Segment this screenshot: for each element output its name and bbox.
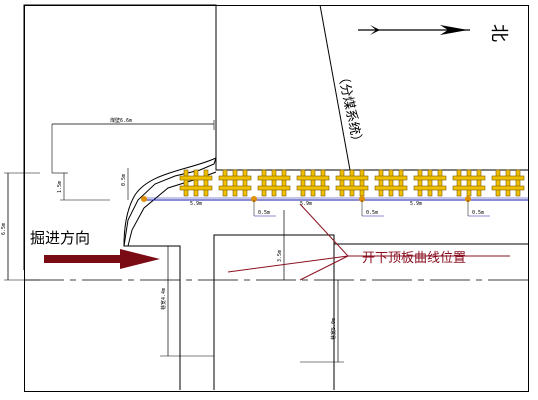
dim-lower-left: 巷宽4.4m	[160, 246, 214, 357]
lower-left-wall	[124, 245, 181, 390]
anchor-point	[465, 196, 471, 202]
north-label: 北	[488, 24, 509, 42]
support-frame	[218, 169, 252, 197]
roof-line-label: 开下顶板曲线位置	[362, 251, 466, 266]
anchor-point	[359, 196, 365, 202]
svg-text:巷宽5.0m: 巷宽5.0m	[330, 318, 337, 340]
span-label: 5.9m	[190, 201, 202, 207]
svg-text:0.5m: 0.5m	[121, 174, 127, 186]
gap-label: 0.5m	[258, 210, 270, 216]
face-curve	[123, 157, 217, 247]
dim-top-width-text: 煤壁6.6m	[110, 117, 132, 124]
support-row	[179, 169, 525, 197]
support-frame	[335, 169, 369, 197]
dim-left-height-text: 6.5m	[1, 223, 7, 235]
support-frame	[413, 169, 447, 197]
dim-lower-right: 巷宽5.0m	[300, 280, 344, 363]
dim-mid-v: 3.5m	[277, 210, 285, 280]
anchor-point	[251, 196, 257, 202]
gap-label: 0.5m	[366, 210, 378, 216]
direction-arrow-icon	[44, 249, 160, 269]
svg-text:巷宽4.4m: 巷宽4.4m	[160, 288, 167, 310]
support-frame	[296, 169, 330, 197]
svg-text:3.5m: 3.5m	[277, 250, 283, 262]
anchor-point	[141, 196, 147, 202]
span-dimension-row: 5.9m 5.9m 5.9m 0.5m 0.5m 0.5m	[141, 196, 528, 217]
support-frame	[491, 169, 525, 197]
dim-small-v1: 1.5m	[52, 172, 110, 201]
roof-leaders	[227, 203, 510, 281]
span-label: 5.9m	[410, 201, 422, 207]
lower-right-wall	[213, 234, 335, 390]
dim-small-v2: 0.5m	[121, 168, 129, 200]
support-frame	[452, 169, 486, 197]
upper-right-block	[215, 5, 528, 171]
diagonal-boundary	[319, 4, 351, 171]
outer-frame	[24, 5, 529, 392]
support-frame	[374, 169, 408, 197]
dim-top-width: 煤壁6.6m	[51, 117, 215, 173]
gap-label: 0.5m	[472, 210, 484, 216]
svg-text:1.5m: 1.5m	[57, 181, 63, 193]
direction-label: 掘进方向	[30, 229, 90, 247]
support-frame	[179, 169, 213, 197]
support-frame	[257, 169, 291, 197]
north-arrow-icon	[358, 25, 470, 35]
dim-left-height: 6.5m	[1, 172, 40, 281]
span-label: 5.9m	[300, 201, 312, 207]
